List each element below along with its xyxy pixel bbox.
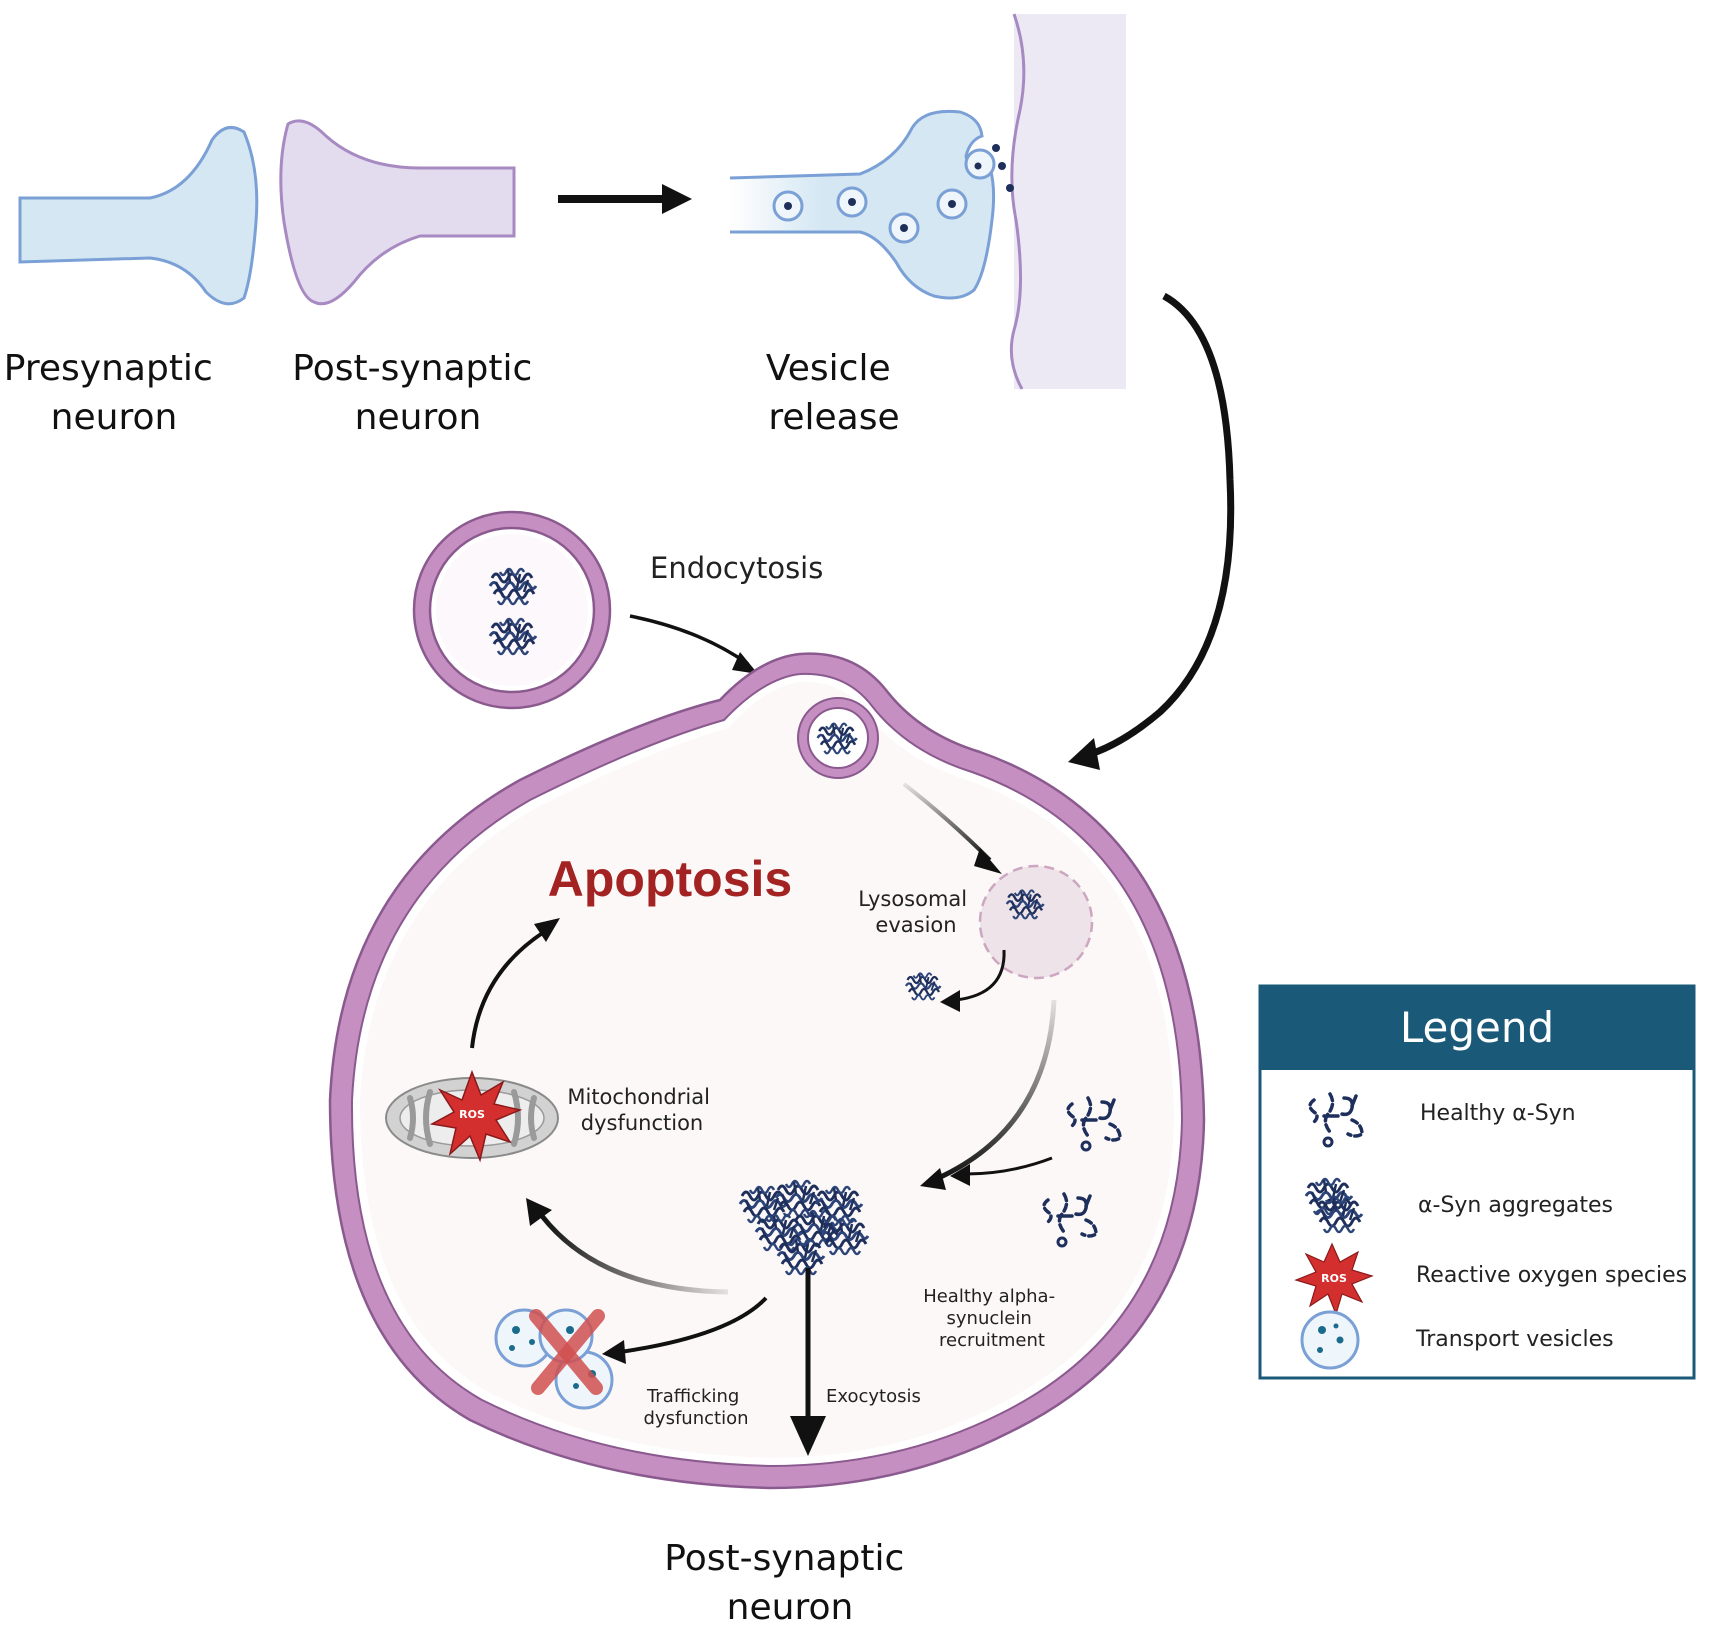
vesicle-release-label: Vesicle release: [766, 348, 902, 438]
trafficking-vesicles: [494, 1308, 614, 1410]
legend-item-ros: ROS Reactive oxygen species: [1294, 1242, 1687, 1316]
postsynaptic-top-label: Post-synaptic neuron: [292, 348, 543, 438]
presynaptic-label: Presynaptic neuron: [4, 348, 224, 438]
apoptosis-label: Apoptosis: [548, 851, 792, 907]
svg-text:Healthy α-Syn: Healthy α-Syn: [1420, 1101, 1576, 1126]
endocytosis-label: Endocytosis: [650, 551, 823, 585]
postsynaptic-neuron-top-shape: [279, 119, 516, 306]
lysosome-escape-arrow: [940, 949, 1006, 1012]
svg-text:Transport vesicles: Transport vesicles: [1415, 1327, 1614, 1352]
svg-text:ROS: ROS: [459, 1108, 485, 1121]
top-right-arrow: [558, 184, 692, 214]
synaptic-vesicles: [772, 144, 1014, 244]
legend-item-aggregates: α-Syn aggregates: [1304, 1177, 1613, 1234]
legend-item-healthy: Healthy α-Syn: [1308, 1092, 1576, 1148]
exocytosis-label: Exocytosis: [826, 1386, 921, 1407]
endocytosis-arrow: [629, 614, 758, 674]
lysosome: [978, 864, 1094, 980]
release-to-cell-arrow: [1068, 292, 1235, 770]
legend-item-vesicles: Transport vesicles: [1300, 1310, 1614, 1370]
transport-vesicle-icon: [1300, 1310, 1360, 1370]
svg-text:α-Syn aggregates: α-Syn aggregates: [1418, 1193, 1613, 1218]
aggregate-to-mito-arrow: [526, 1198, 729, 1295]
svg-text:ROS: ROS: [1321, 1272, 1347, 1285]
aggregate-to-trafficking-arrow: [602, 1296, 768, 1364]
postsynaptic-cell: [328, 652, 1206, 1490]
trafficking-label: Trafficking dysfunction: [644, 1386, 749, 1429]
lysosomal-evasion-label: Lysosomal evasion: [858, 887, 974, 937]
internalized-vesicle: [797, 697, 879, 779]
svg-text:Reactive oxygen species: Reactive oxygen species: [1416, 1263, 1687, 1288]
recruitment-arrow: [950, 1156, 1053, 1186]
ros-star-icon: ROS: [429, 1069, 523, 1163]
exocytosis-arrow: [790, 1268, 826, 1456]
legend: Legend Healthy α-Syn α-Syn aggregates RO…: [1258, 984, 1696, 1380]
healthy-recruitment-label: Healthy alpha- synuclein recruitment: [923, 1286, 1061, 1351]
mito-to-apoptosis-arrow: [470, 918, 560, 1049]
vesicle-release-synapse: [729, 13, 1126, 390]
internalization-arrow: [902, 782, 1002, 874]
presynaptic-neuron-shape: [18, 126, 259, 306]
legend-title: Legend: [1400, 1003, 1554, 1052]
mito-dysfunction-label: Mitochondrial dysfunction: [567, 1085, 716, 1135]
lysosome-to-aggregate-arrow: [920, 999, 1057, 1190]
endocytic-vesicle: [412, 510, 612, 710]
ros-star-icon: ROS: [1294, 1242, 1374, 1316]
blocked-x-icon: [529, 1309, 605, 1395]
mitochondrion: ROS: [385, 1069, 559, 1163]
postsynaptic-bottom-label: Post-synaptic neuron: [664, 1538, 915, 1628]
